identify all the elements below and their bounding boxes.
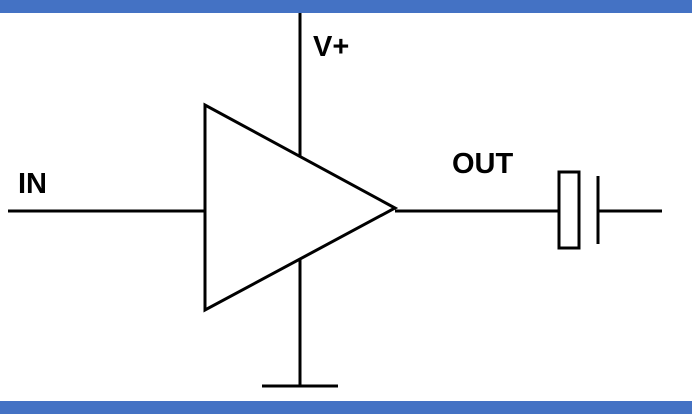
input-label: IN <box>18 168 47 200</box>
output-label: OUT <box>452 148 514 180</box>
supply-label: V+ <box>313 31 349 63</box>
top-border-bar <box>0 0 692 13</box>
bottom-border-bar <box>0 401 692 414</box>
capacitor-left-plate <box>557 170 581 250</box>
